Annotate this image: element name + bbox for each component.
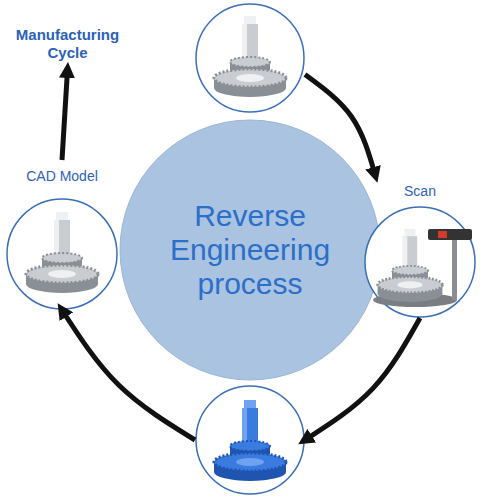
step-circle: [195, 385, 305, 495]
circle-shape: [7, 199, 117, 309]
center-circle: Reverse Engineering process: [120, 120, 380, 380]
circle-shape: [196, 386, 304, 494]
step-circle: Scan: [364, 175, 476, 318]
circle-shape: [120, 120, 380, 380]
flow-arrow: [62, 70, 68, 160]
step-circle: [195, 3, 305, 113]
step-label: Scan: [364, 175, 476, 200]
circle-outline: [195, 3, 305, 113]
center-title: Reverse Engineering process: [155, 199, 345, 301]
circle-outline: [195, 385, 305, 495]
outcome-label: Manufacturing Cycle: [5, 26, 130, 70]
step-circle: CAD Model: [6, 160, 118, 310]
outcome-label: Manufacturing Cycle: [5, 26, 130, 62]
step-label: CAD Model: [6, 160, 118, 185]
circle-shape: [365, 207, 475, 317]
circle-shape: [196, 4, 304, 112]
